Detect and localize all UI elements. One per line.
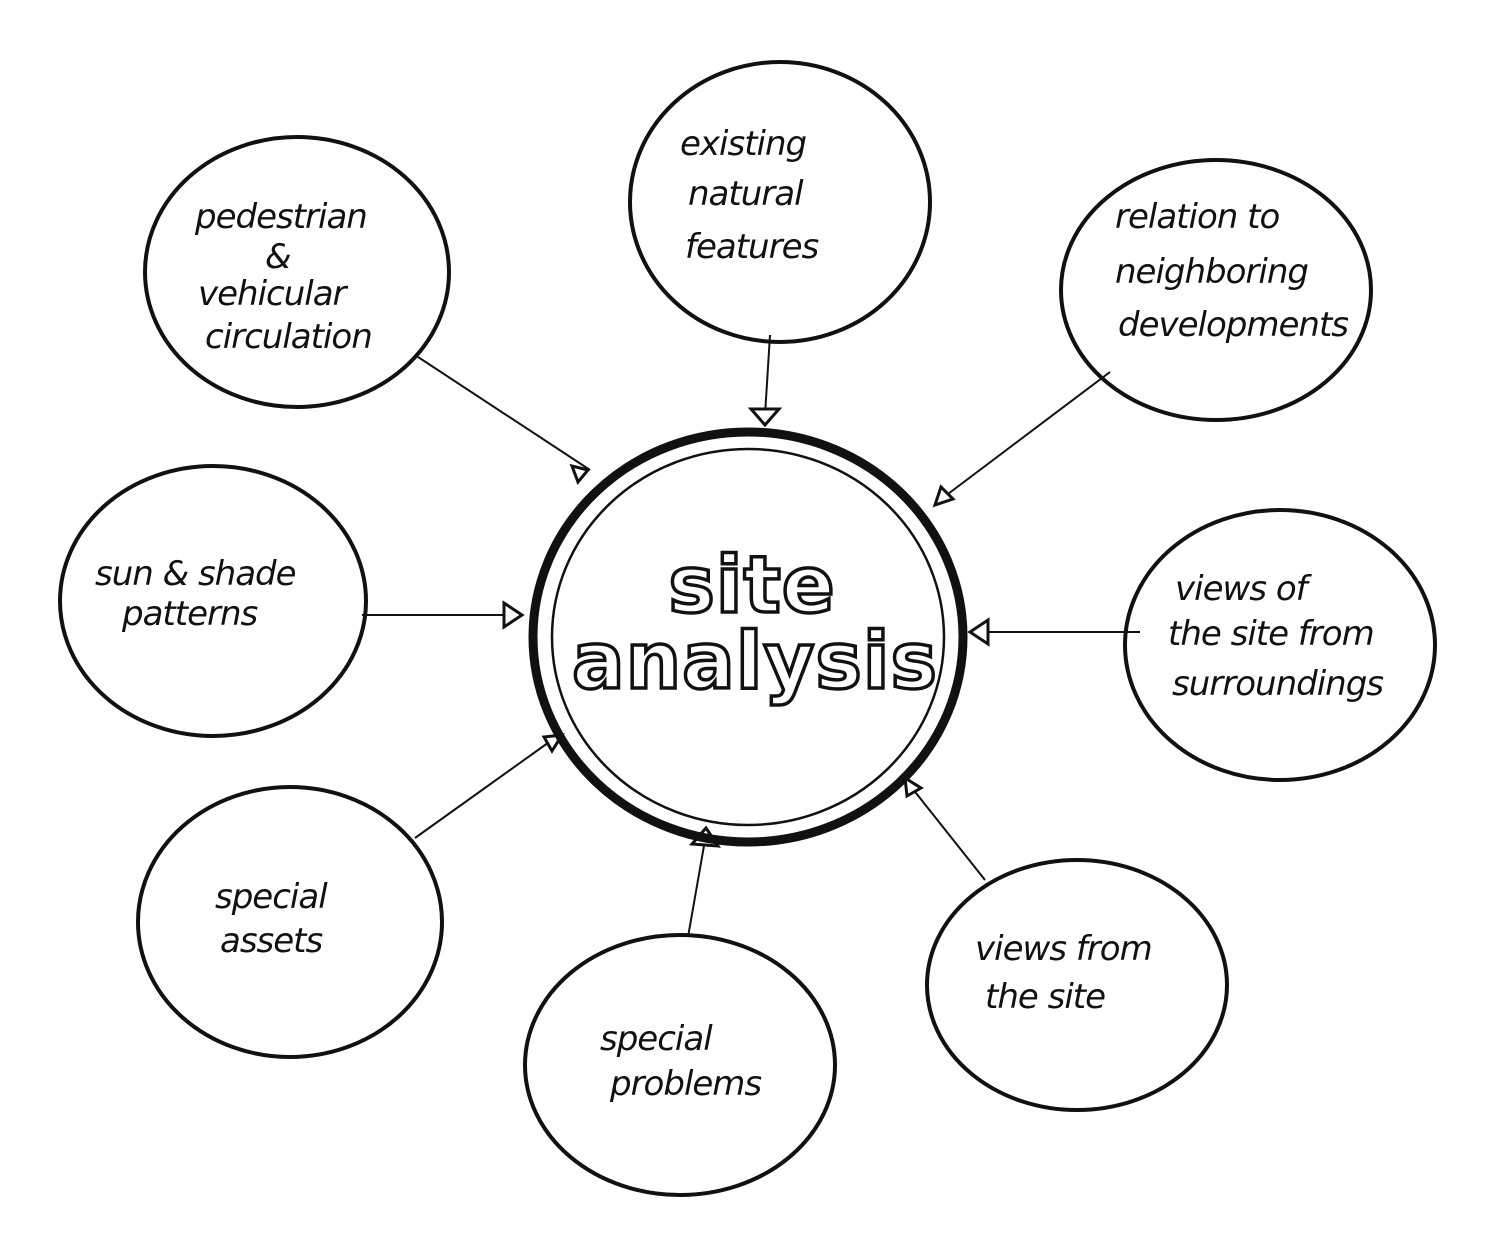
node-text: relation to bbox=[1115, 197, 1279, 237]
node-special-problems: special problems bbox=[523, 933, 837, 1197]
arrow-icon bbox=[903, 775, 924, 799]
node-text: neighboring bbox=[1115, 252, 1308, 292]
node-text: & bbox=[265, 237, 291, 277]
node-text: surroundings bbox=[1172, 664, 1383, 704]
node-text: patterns bbox=[121, 594, 258, 634]
arrowheads bbox=[502, 407, 990, 848]
node-relation-to-neighboring-developments: relation to neighboring developments bbox=[1059, 158, 1373, 422]
node-text: special bbox=[600, 1019, 713, 1059]
node-text: circulation bbox=[205, 317, 372, 357]
center-node: site analysis bbox=[528, 427, 968, 847]
node-text: assets bbox=[220, 921, 323, 961]
node-pedestrian-circulation: pedestrian & vehicular circulation bbox=[143, 135, 451, 409]
arrow-icon bbox=[967, 617, 990, 647]
node-views-from-site: views from the site bbox=[925, 858, 1229, 1112]
connector-neighbors bbox=[939, 371, 1111, 501]
arrow-icon bbox=[502, 600, 525, 630]
node-special-assets: special assets bbox=[136, 785, 444, 1059]
node-text: the site from bbox=[1168, 614, 1374, 654]
center-title-line1: site bbox=[668, 541, 835, 631]
node-text: problems bbox=[609, 1064, 761, 1104]
node-text: developments bbox=[1118, 305, 1348, 345]
connectors bbox=[362, 334, 1140, 938]
arrow-icon bbox=[932, 484, 956, 508]
arrow-icon bbox=[747, 407, 783, 428]
connector-pedestrian bbox=[414, 354, 591, 471]
connector-views-from bbox=[911, 787, 986, 881]
node-text: features bbox=[685, 227, 818, 267]
node-text: vehicular bbox=[198, 274, 349, 314]
node-text: sun & shade bbox=[95, 554, 296, 594]
node-text: the site bbox=[985, 977, 1105, 1017]
node-text: special bbox=[215, 877, 328, 917]
node-text: views of bbox=[1175, 569, 1313, 609]
center-title-line2: analysis bbox=[572, 617, 938, 707]
node-existing-natural-features: existing natural features bbox=[628, 60, 932, 344]
node-text: pedestrian bbox=[194, 197, 367, 237]
node-text: existing bbox=[680, 124, 807, 164]
connector-natural bbox=[764, 334, 771, 416]
node-text: views from bbox=[975, 929, 1152, 969]
connector-assets bbox=[414, 739, 553, 839]
arrow-icon bbox=[569, 463, 591, 485]
connector-problems bbox=[687, 839, 706, 938]
node-views-of-site-from-surroundings: views of the site from surroundings bbox=[1123, 508, 1437, 782]
node-text: natural bbox=[688, 174, 804, 214]
node-sun-shade-patterns: sun & shade patterns bbox=[58, 464, 368, 738]
